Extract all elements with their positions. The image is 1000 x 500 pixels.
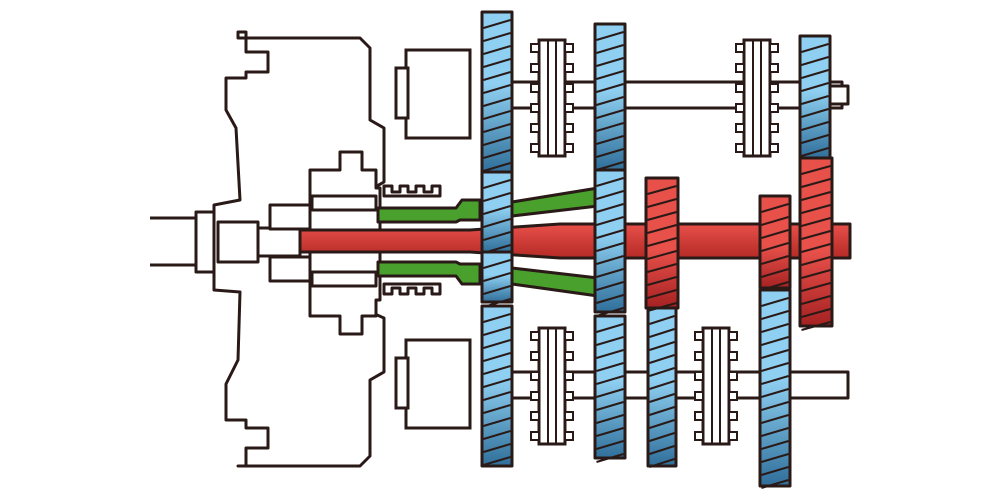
gear-blue-2-top — [593, 22, 627, 172]
gear-red-2 — [758, 194, 792, 291]
input-coupling — [256, 226, 302, 258]
gear-blue-2-upper — [593, 168, 627, 317]
hollow-shaft-taper-top — [510, 186, 600, 218]
synchronizer-top-2 — [735, 38, 779, 158]
gear-blue-3-bottom — [646, 306, 678, 468]
actuator-blocks — [394, 48, 472, 430]
spline-collar-top — [382, 184, 442, 198]
clutch-bearing-bottom — [310, 270, 378, 288]
actuator-top-body — [404, 48, 472, 140]
spline-collar-bottom — [382, 282, 442, 296]
gear-red-3 — [798, 156, 834, 331]
actuator-bottom-body — [404, 338, 472, 430]
gear-blue-1-lower — [480, 250, 514, 308]
synchronizer-top-1 — [530, 38, 574, 158]
gear-blue-1-bottom — [480, 304, 514, 468]
hollow-shaft-taper-bottom — [510, 266, 600, 298]
clutch-release-bottom — [268, 255, 312, 283]
gear-blue-1-upper — [480, 170, 514, 254]
gears — [480, 10, 834, 489]
gear-blue-2-bottom — [593, 314, 627, 463]
gear-blue-1-top — [480, 10, 514, 174]
clutch-release-top — [268, 203, 312, 231]
actuator-bottom-cap — [394, 356, 410, 410]
upper-countershaft-end — [828, 84, 850, 106]
gear-blue-5-bottom — [758, 288, 792, 489]
clutch-bearing-top — [310, 194, 378, 212]
gear-red-1 — [644, 176, 680, 312]
shafts — [298, 80, 852, 400]
synchronizer-bottom-1 — [530, 326, 574, 446]
input-flange-inner — [216, 220, 260, 264]
gear-blue-4-top — [798, 34, 832, 160]
actuator-top-cap — [394, 66, 410, 120]
hollow-shaft-bottom — [376, 260, 482, 286]
synchronizers — [530, 38, 779, 446]
input-flange-outer — [194, 210, 216, 274]
hollow-shaft-top — [376, 198, 482, 224]
synchronizer-bottom-2 — [694, 326, 738, 446]
